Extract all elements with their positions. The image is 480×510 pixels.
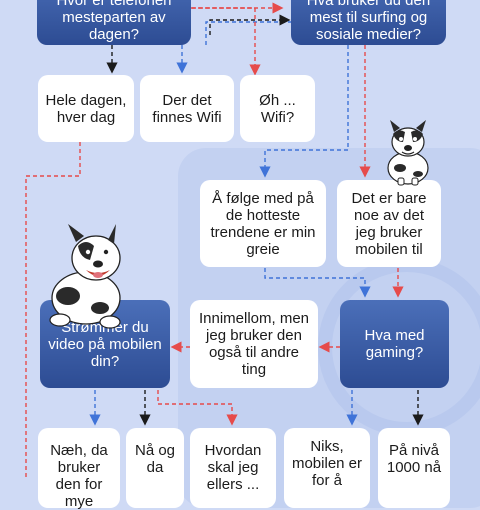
edge-red-left-long (25, 142, 81, 480)
question-gaming: Hva med gaming? (340, 300, 449, 388)
edge-blue-to-folge-med (259, 45, 349, 178)
answer-naeh: Næh, da bruker den for mye (38, 428, 120, 510)
edge-blue-right-to-left (205, 21, 292, 45)
answer-hvordan: Hvordan skal jeg ellers ... (190, 428, 276, 508)
answer-folge-med: Å følge med på de hotteste trendene er m… (200, 180, 326, 267)
answer-innimellom: Innimellom, men jeg bruker den også til … (190, 300, 318, 388)
french-bulldog-sitting-icon (387, 120, 429, 186)
flowchart-connectors (25, 2, 424, 480)
answer-pa-niva: På nivå 1000 nå (378, 428, 450, 508)
answer-niks: Niks, mobilen er for å (284, 428, 370, 508)
answer-der-wifi: Der det finnes Wifi (140, 75, 234, 142)
question-surfing-social: Hva bruker du den mest til surfing og so… (291, 0, 446, 45)
answer-det-er-bare: Det er bare noe av det jeg bruker mobile… (337, 180, 441, 267)
edge-black-left-to-right (209, 14, 291, 35)
question-phone-location: Hvor er telefonen meste­parten av dagen? (37, 0, 191, 45)
answer-hele-dagen: Hele dagen, hver dag (38, 75, 134, 142)
french-bulldog-lying-icon (49, 224, 121, 329)
edge-red-to-hvordan (157, 390, 238, 426)
edge-blue-folge-to-gaming (264, 268, 371, 298)
answer-oh-wifi: Øh ... Wifi? (240, 75, 315, 142)
edge-red-to-oh-wifi (192, 7, 261, 76)
answer-na-og-da: Nå og da (126, 428, 184, 508)
